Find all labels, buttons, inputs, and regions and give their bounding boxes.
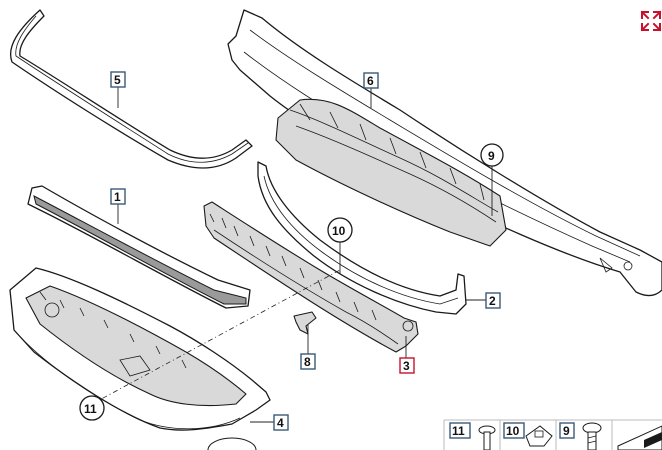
part-8-clip[interactable] xyxy=(293,311,317,335)
callout-label: 9 xyxy=(488,149,495,163)
part-1-trim-strip[interactable] xyxy=(27,185,251,309)
part-2-seal-strip[interactable] xyxy=(257,161,467,315)
callout-3-highlighted[interactable]: 3 xyxy=(399,357,415,374)
partial-callout-circle xyxy=(207,437,257,450)
callout-label: 4 xyxy=(277,416,284,430)
hardware-legend: 11 10 9 xyxy=(443,419,662,450)
callout-9[interactable]: 9 xyxy=(480,143,504,167)
callout-2[interactable]: 2 xyxy=(485,292,501,309)
callout-8[interactable]: 8 xyxy=(300,353,316,370)
part-6-water-deflector[interactable] xyxy=(275,98,507,247)
callout-label: 1 xyxy=(114,190,121,204)
legend-label: 10 xyxy=(506,424,520,438)
callout-label: 5 xyxy=(114,73,121,87)
wedge-icon xyxy=(617,425,662,450)
callout-label: 11 xyxy=(84,402,97,416)
callout-11[interactable]: 11 xyxy=(79,395,105,421)
legend-item-11[interactable]: 11 xyxy=(449,422,496,450)
expand-arrows-icon[interactable] xyxy=(640,10,662,32)
legend-label: 11 xyxy=(452,424,465,438)
legend-item-10[interactable]: 10 xyxy=(503,422,553,447)
callout-1[interactable]: 1 xyxy=(110,188,126,205)
callout-label: 6 xyxy=(367,74,374,88)
callout-label: 8 xyxy=(304,355,311,369)
part-4-lower-housing[interactable] xyxy=(9,267,271,431)
callout-6[interactable]: 6 xyxy=(363,72,379,89)
callout-label: 3 xyxy=(403,359,410,373)
part-5-seal-strip[interactable] xyxy=(10,9,253,169)
bolt-icon xyxy=(582,422,602,450)
callout-10[interactable]: 10 xyxy=(327,217,353,243)
screw-icon xyxy=(478,425,496,450)
legend-item-9[interactable]: 9 xyxy=(559,422,602,450)
callout-4[interactable]: 4 xyxy=(273,414,289,431)
callout-label: 2 xyxy=(489,294,496,308)
callout-5[interactable]: 5 xyxy=(110,71,126,88)
leader-lines xyxy=(91,86,493,423)
legend-label: 9 xyxy=(563,424,570,438)
callout-label: 10 xyxy=(332,224,346,238)
clip-nut-icon xyxy=(525,425,553,447)
part-3-carrier-bracket[interactable] xyxy=(203,201,419,353)
